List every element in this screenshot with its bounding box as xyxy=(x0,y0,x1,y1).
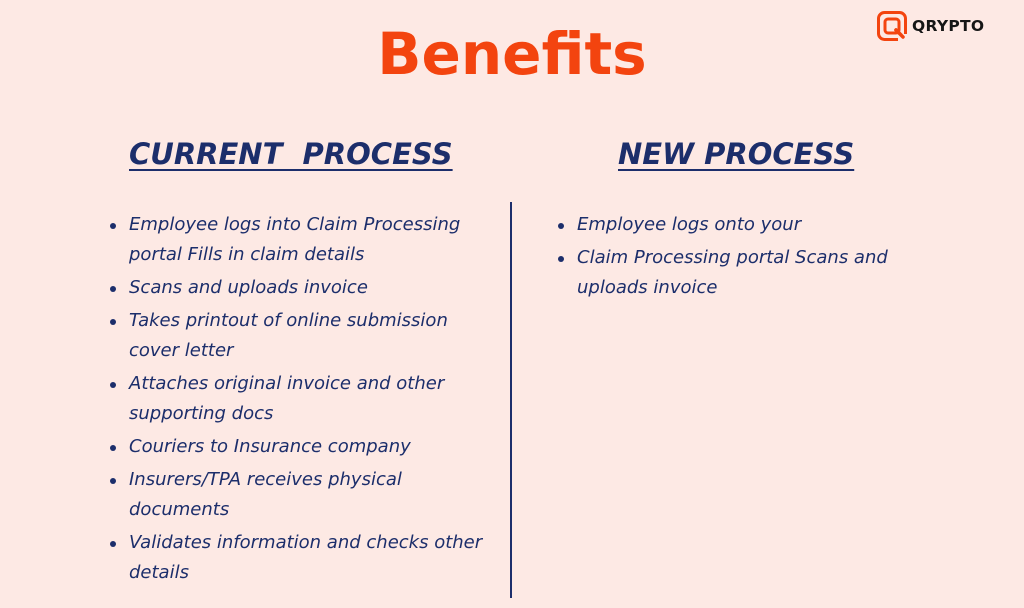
new-process-list: Employee logs onto your Claim Processing… xyxy=(555,210,915,306)
list-item: Employee logs into Claim Processing port… xyxy=(107,210,487,270)
logo-text: QRYPTO xyxy=(912,17,985,35)
list-item: Insurers/TPA receives physical documents xyxy=(107,465,487,525)
list-item: Validates information and checks other d… xyxy=(107,528,487,588)
current-process-heading: CURRENT PROCESS xyxy=(129,137,453,171)
current-process-list: Employee logs into Claim Processing port… xyxy=(107,210,487,591)
list-item: Scans and uploads invoice xyxy=(107,273,487,303)
page-title: Benefits xyxy=(377,20,647,88)
new-process-heading: NEW PROCESS xyxy=(618,137,855,171)
list-item: Couriers to Insurance company xyxy=(107,432,487,462)
list-item: Attaches original invoice and other supp… xyxy=(107,369,487,429)
brand-logo: QRYPTO xyxy=(877,11,984,41)
column-divider xyxy=(510,202,512,598)
list-item: Takes printout of online submission cove… xyxy=(107,306,487,366)
qrypto-logo-icon xyxy=(877,11,907,41)
list-item: Employee logs onto your xyxy=(555,210,915,240)
list-item: Claim Processing portal Scans and upload… xyxy=(555,243,915,303)
